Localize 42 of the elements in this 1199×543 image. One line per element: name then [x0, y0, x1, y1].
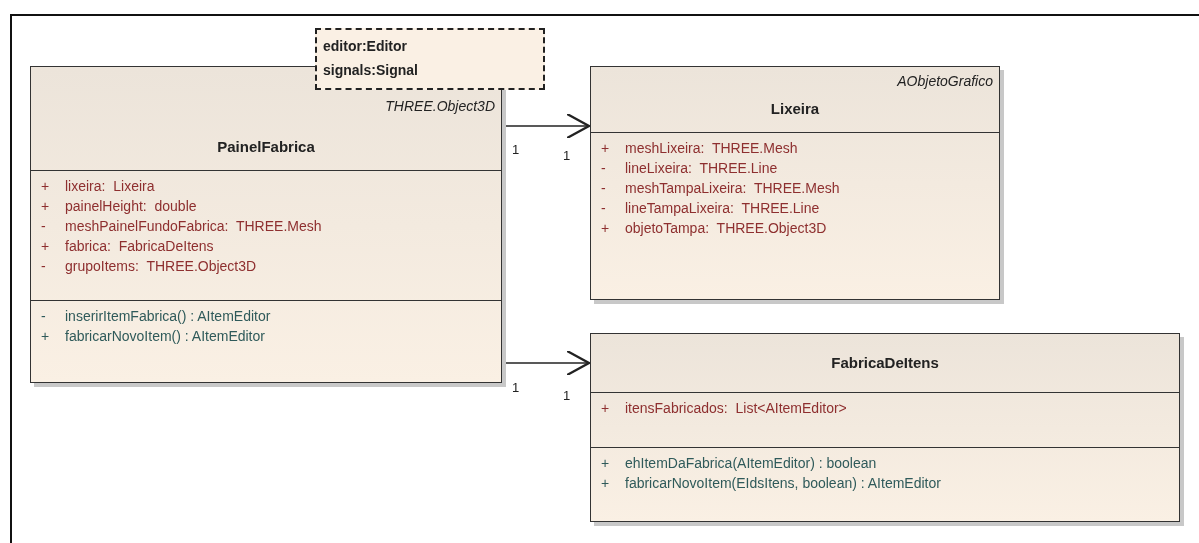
member-text: meshPainelFundoFabrica: THREE.Mesh	[65, 217, 322, 237]
member-text: lineLixeira: THREE.Line	[625, 159, 778, 179]
multiplicity-label: 1	[512, 141, 520, 159]
parent-class-label: AObjetoGrafico	[897, 72, 993, 91]
visibility-marker: +	[601, 453, 611, 473]
visibility-marker: +	[41, 326, 51, 346]
member-text: fabricarNovoItem() : AItemEditor	[65, 326, 265, 346]
visibility-marker: +	[41, 237, 51, 257]
multiplicity-label: 1	[563, 387, 571, 405]
parent-class-label: THREE.Object3D	[385, 97, 495, 116]
class-name: Lixeira	[769, 98, 821, 119]
member-text: meshLixeira: THREE.Mesh	[625, 139, 798, 159]
multiplicity-label: 1	[512, 379, 520, 397]
visibility-marker: +	[601, 399, 611, 419]
visibility-marker: -	[41, 306, 47, 326]
visibility-marker: +	[601, 219, 611, 239]
member-text: lixeira: Lixeira	[65, 177, 155, 197]
visibility-marker: -	[41, 257, 47, 277]
visibility-marker: -	[41, 217, 47, 237]
visibility-marker: -	[601, 159, 607, 179]
visibility-marker: +	[601, 473, 611, 493]
member-text: lineTampaLixeira: THREE.Line	[625, 199, 820, 219]
member-text: fabricarNovoItem(EIdsItens, boolean) : AItemEditor	[625, 473, 941, 493]
member-text: fabrica: FabricaDeItens	[65, 237, 214, 257]
visibility-marker: +	[41, 197, 51, 217]
visibility-marker: +	[601, 139, 611, 159]
class-name: FabricaDeItens	[830, 352, 940, 373]
visibility-marker: -	[601, 179, 607, 199]
member-text: grupoItems: THREE.Object3D	[65, 257, 257, 277]
template-parameter-box	[315, 28, 545, 90]
member-text: painelHeight: double	[65, 197, 197, 217]
member-text: objetoTampa: THREE.Object3D	[625, 219, 827, 239]
member-text: itensFabricados: List<AItemEditor>	[625, 399, 847, 419]
visibility-marker: -	[601, 199, 607, 219]
template-parameter: signals:Signal	[323, 61, 419, 80]
class-name: PainelFabrica	[216, 136, 316, 157]
multiplicity-label: 1	[563, 147, 571, 165]
template-parameter: editor:Editor	[323, 37, 408, 56]
member-text: inserirItemFabrica() : AItemEditor	[65, 306, 271, 326]
visibility-marker: +	[41, 177, 51, 197]
member-text: meshTampaLixeira: THREE.Mesh	[625, 179, 840, 199]
member-text: ehItemDaFabrica(AItemEditor) : boolean	[625, 453, 877, 473]
